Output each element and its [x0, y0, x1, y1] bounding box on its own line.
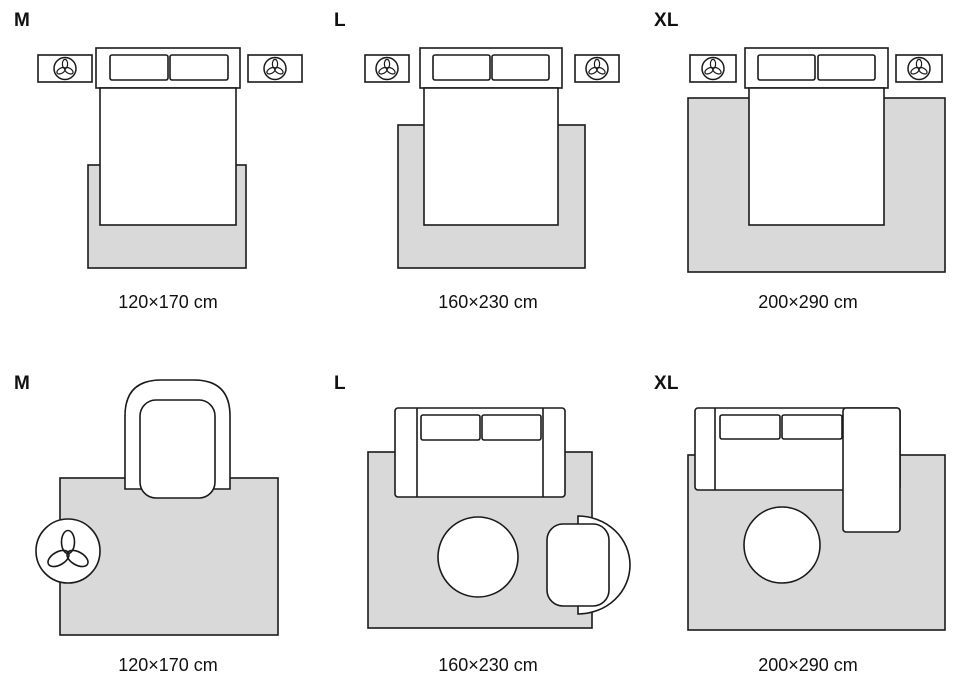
- nightstand-right: [574, 54, 620, 83]
- panel-bedroom-l: L 160×230 cm: [320, 0, 640, 345]
- coffee-table: [437, 516, 519, 598]
- pillow: [817, 54, 876, 81]
- size-label: M: [14, 10, 31, 31]
- dimensions-label: 200×290 cm: [758, 655, 858, 675]
- size-label: M: [14, 373, 31, 394]
- plant-icon: [263, 56, 287, 81]
- panel-living-xl: XL 200×290 cm: [640, 360, 960, 690]
- pillow: [169, 54, 229, 81]
- panel-living-m: M 120×170 cm: [0, 360, 320, 690]
- coffee-table: [743, 506, 821, 584]
- size-label: XL: [654, 373, 679, 394]
- nightstand-right: [895, 54, 943, 83]
- plant-icon: [53, 56, 77, 81]
- bedroom-xl-scene: [687, 47, 946, 273]
- dimensions-label: 200×290 cm: [758, 292, 858, 312]
- bed: [744, 47, 889, 226]
- armchair: [124, 379, 231, 499]
- pillow: [757, 54, 816, 81]
- panel-living-l: L 160×230 cm: [320, 360, 640, 690]
- living-l-scene: [367, 407, 631, 629]
- bedroom-m-scene: [37, 47, 303, 269]
- nightstand-left: [689, 54, 737, 83]
- size-label: XL: [654, 10, 679, 31]
- bed: [95, 47, 241, 226]
- size-label: L: [334, 373, 346, 394]
- dimensions-label: 120×170 cm: [118, 292, 218, 312]
- plant-icon: [375, 56, 399, 81]
- pillow: [109, 54, 169, 81]
- dimensions-label: 120×170 cm: [118, 655, 218, 675]
- size-label: L: [334, 10, 346, 31]
- dimensions-label: 160×230 cm: [438, 292, 538, 312]
- pillow: [432, 54, 491, 81]
- living-m-scene: [35, 379, 279, 636]
- sofa-cushion: [420, 414, 481, 441]
- sofa-cushion: [781, 414, 843, 440]
- nightstand-right: [247, 54, 303, 83]
- living-xl-scene: [687, 407, 946, 631]
- side-armchair: [546, 515, 631, 615]
- bed: [419, 47, 563, 226]
- plant: [35, 518, 101, 584]
- nightstand-left: [364, 54, 410, 83]
- sofa-cushion: [719, 414, 781, 440]
- panel-bedroom-m: M 120×170 cm: [0, 0, 320, 345]
- sectional-sofa: [694, 407, 901, 533]
- sofa-cushion: [481, 414, 542, 441]
- nightstand-left: [37, 54, 93, 83]
- plant-icon: [701, 56, 725, 81]
- plant-icon: [585, 56, 609, 81]
- bedroom-l-scene: [364, 47, 620, 269]
- panel-bedroom-xl: XL 200×290 cm: [640, 0, 960, 345]
- sofa: [394, 407, 566, 498]
- dimensions-label: 160×230 cm: [438, 655, 538, 675]
- plant-icon: [907, 56, 931, 81]
- pillow: [491, 54, 550, 81]
- chaise: [842, 407, 901, 533]
